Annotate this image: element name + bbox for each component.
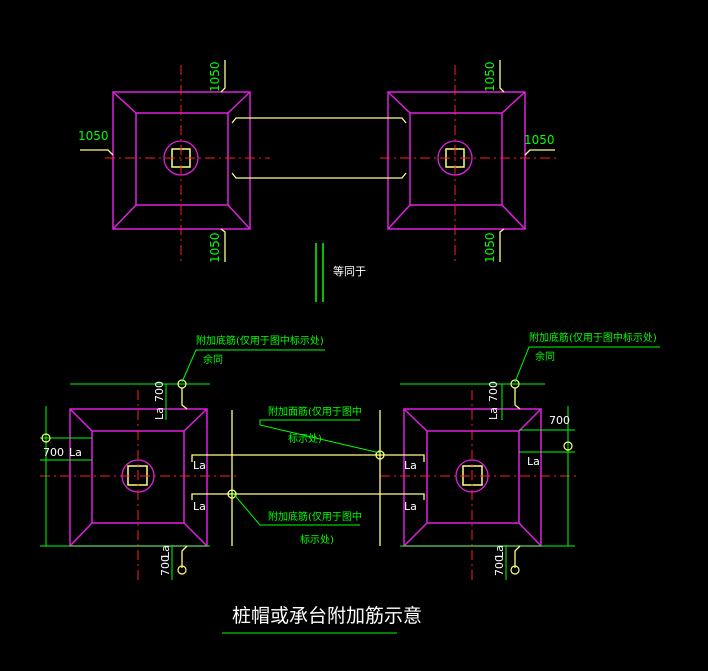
equals-symbol bbox=[315, 243, 324, 302]
top-left-pile-cap bbox=[80, 60, 270, 262]
note-right-top: 附加底筋(仅用于图中标示处) bbox=[529, 331, 657, 344]
note-mid-2b: 标示处) bbox=[300, 534, 334, 546]
dim-1050-tl-bottom: 1050 bbox=[208, 232, 222, 263]
la-mid-bottom-right: La bbox=[404, 500, 417, 513]
dim-1050-right: 1050 bbox=[524, 133, 555, 147]
la-br-bottom: La bbox=[493, 545, 506, 558]
note-mid-2: 附加底筋(仅用于图中 bbox=[268, 510, 362, 523]
note-left-top-2: 余同 bbox=[203, 353, 223, 366]
bottom-dimensions: 700 La 700 La 700 La La La La La 700 La … bbox=[43, 381, 570, 576]
annotation-notes: 附加底筋(仅用于图中标示处) 余同 附加底筋(仅用于图中标示处) 余同 附加面筋… bbox=[196, 331, 657, 546]
cap-outer bbox=[387, 91, 526, 230]
bottom-connecting-rebars bbox=[191, 410, 425, 546]
la-mid-top-left: La bbox=[193, 459, 206, 472]
dim-1050-tl-top: 1050 bbox=[208, 61, 222, 92]
dim-1050-left: 1050 bbox=[78, 129, 109, 143]
top-right-pile-cap bbox=[380, 60, 560, 262]
la-bl-bottom: La bbox=[159, 545, 172, 558]
top-connecting-rebars bbox=[231, 117, 407, 179]
la-bl-left: La bbox=[69, 446, 82, 459]
dim-1050-tr-top: 1050 bbox=[483, 61, 497, 92]
dim-700-br-bottom: 700 bbox=[493, 555, 506, 576]
note-left-top: 附加底筋(仅用于图中标示处) bbox=[196, 334, 324, 347]
note-mid-1b: 标示处) bbox=[288, 433, 322, 445]
la-mid-top-right: La bbox=[404, 459, 417, 472]
dim-1050-tr-bottom: 1050 bbox=[483, 232, 497, 263]
cap-inner bbox=[409, 112, 503, 206]
note-mid-1: 附加面筋(仅用于图中 bbox=[268, 405, 362, 418]
leader-lines bbox=[181, 346, 660, 526]
bottom-left-pile-cap bbox=[40, 379, 240, 580]
bottom-right-pile-cap bbox=[380, 379, 580, 580]
top-dimensions: 1050 1050 1050 1050 1050 1050 bbox=[78, 61, 555, 263]
dim-700-bl-left: 700 bbox=[43, 446, 64, 459]
la-bl-top: La bbox=[153, 407, 166, 420]
dim-700-bl-bottom: 700 bbox=[159, 555, 172, 576]
cap-inner bbox=[135, 112, 229, 206]
drawing-title: 桩帽或承台附加筋示意 bbox=[232, 605, 422, 627]
equals-label: 等同于 bbox=[333, 264, 366, 278]
dim-700-bl-top: 700 bbox=[153, 381, 166, 402]
dim-700-br-top: 700 bbox=[487, 381, 500, 402]
la-br-right: La bbox=[527, 455, 540, 468]
la-br-top: La bbox=[487, 407, 500, 420]
note-right-top-2: 余同 bbox=[535, 350, 555, 363]
dim-700-br-right: 700 bbox=[549, 414, 570, 427]
la-mid-bottom-left: La bbox=[193, 500, 206, 513]
